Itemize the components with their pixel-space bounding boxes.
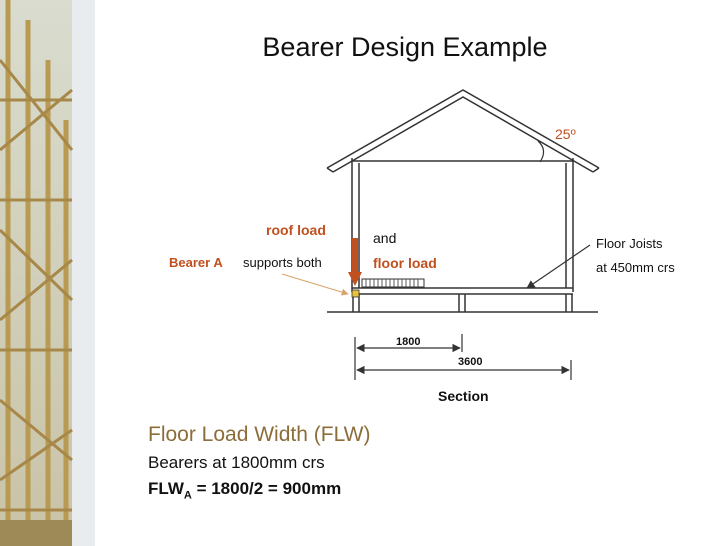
floor xyxy=(352,287,573,295)
supports-both-label: supports both xyxy=(243,255,322,270)
dimension-3600-label: 3600 xyxy=(458,356,483,368)
floor-load-label: floor load xyxy=(373,255,437,271)
flw-subscript: A xyxy=(183,489,192,502)
bearer-a-label: Bearer A xyxy=(169,255,223,270)
joist-spacing-label: at 450mm crs xyxy=(596,260,675,275)
flw-heading: Floor Load Width (FLW) xyxy=(148,423,371,446)
timber-frame-photo xyxy=(0,0,95,546)
dimension-3600 xyxy=(356,360,572,380)
bearer-a-marker xyxy=(351,289,360,298)
floor-joists-label: Floor Joists xyxy=(596,236,663,251)
bearer-a-leader xyxy=(281,273,349,296)
section-label: Section xyxy=(438,388,489,404)
dimension-1800 xyxy=(354,334,463,380)
bearer-spacing-text: Bearers at 1800mm crs xyxy=(148,453,325,472)
and-label: and xyxy=(373,230,397,246)
flw-calculation: = 1800/2 = 900mm xyxy=(191,479,342,498)
load-arrow xyxy=(348,238,362,286)
roof-angle-label: 25º xyxy=(555,126,576,142)
slide-title: Bearer Design Example xyxy=(262,32,548,62)
flw-formula: FLWA = 1800/2 = 900mm xyxy=(148,479,341,501)
floor-joists-leader xyxy=(526,244,591,289)
stumps xyxy=(352,294,573,312)
floor-joists-hatch xyxy=(361,278,425,288)
roof xyxy=(326,89,600,173)
roof-angle-arc xyxy=(537,140,545,163)
flw-prefix: FLW xyxy=(148,479,184,498)
walls xyxy=(351,158,574,292)
roof-load-label: roof load xyxy=(266,222,326,238)
dimension-1800-label: 1800 xyxy=(396,336,421,348)
